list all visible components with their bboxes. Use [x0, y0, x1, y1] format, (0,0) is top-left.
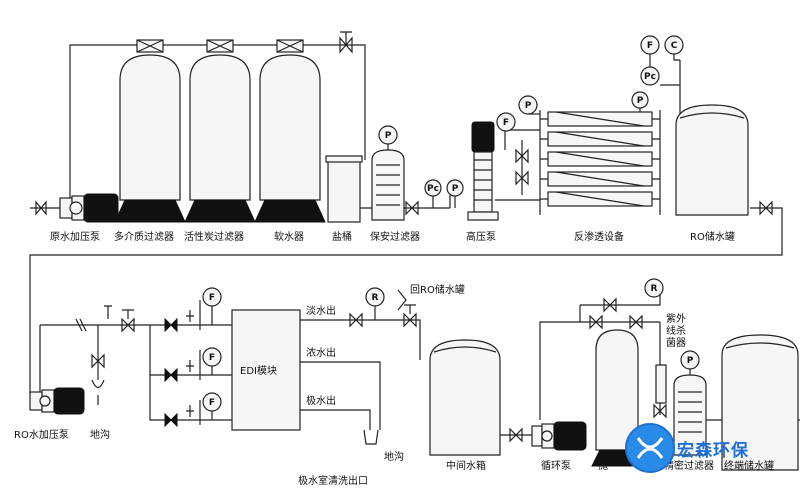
label-return-ro: 回RO储水罐: [410, 283, 465, 296]
safety-filter: [371, 125, 405, 221]
raw-water-pump: [59, 193, 119, 223]
ro-storage-tank: [675, 104, 749, 216]
r-gauge-loop: [644, 278, 664, 298]
p-label-hp: P: [452, 184, 459, 194]
edi-module: [231, 309, 301, 431]
multimedia-filter: [114, 39, 186, 223]
logo-text: 宏森环保: [677, 441, 749, 461]
company-logo: [625, 423, 675, 473]
f-label-ro-in: F: [503, 118, 509, 128]
p-gauge-precision: [680, 350, 700, 375]
ro-unit: [540, 111, 660, 207]
p-label-ro-out: P: [637, 96, 644, 106]
label-pole-room: 极水室清洗出口: [298, 474, 368, 487]
end-storage-tank: [721, 334, 799, 471]
equipment-labels: 原水加压泵 多介质过滤器 活性炭过滤器 软水器 盐桶 保安过滤器 高压泵 反渗透…: [14, 230, 774, 487]
fresh-valves: [349, 289, 417, 328]
label-fresh-out: 淡水出: [306, 304, 336, 317]
label-end-tank: 终端储水罐: [724, 459, 774, 472]
c-gauge-ro-out: [664, 35, 684, 61]
mid-tank-valve: [509, 427, 523, 443]
label-ro-tank: RO储水罐: [690, 230, 735, 243]
pc-gauge-1: [424, 179, 442, 208]
pc-label-1: Pc: [427, 184, 439, 194]
label-polish: 抛: [598, 459, 608, 472]
ro-valves: [515, 148, 529, 186]
p-label-safety: P: [385, 131, 392, 141]
f-label-edi-1: F: [209, 293, 215, 303]
label-multi-filter: 多介质过滤器: [114, 230, 174, 243]
salt-tank: [325, 155, 363, 223]
label-salt-tank: 盐桶: [332, 230, 352, 243]
gauge-letters: P Pc P F P F C Pc P F F F R R P: [209, 41, 694, 408]
label-uv-text: 紫外线杀菌器: [666, 313, 686, 349]
water-softener: [254, 39, 326, 223]
booster-valves: [75, 305, 135, 405]
p-gauge-ro-top: [518, 95, 540, 115]
label-softener: 软水器: [274, 230, 304, 243]
p-gauge-hp: [446, 179, 464, 208]
safety-valve: [405, 200, 419, 216]
label-conc-out: 浓水出: [306, 346, 336, 359]
p-label-ro-top: P: [525, 101, 532, 111]
logo-wave-icon: [636, 437, 664, 459]
label-ro-unit: 反渗透设备: [574, 230, 624, 243]
p-gauge-ro-out: [631, 91, 649, 112]
c-label-ro-out: C: [671, 41, 678, 51]
r-label-loop: R: [651, 284, 658, 294]
activated-carbon-filter: [184, 39, 256, 223]
precision-filter: [673, 374, 707, 456]
label-ro-pump: RO水加压泵: [14, 429, 69, 441]
drain-bucket: [363, 429, 379, 445]
r-label-fresh: R: [372, 293, 379, 303]
f-label-edi-2: F: [209, 353, 215, 363]
inlet-valve: [35, 200, 47, 216]
label-drain-2: 地沟: [384, 450, 404, 463]
pc-label-ro: Pc: [644, 72, 656, 82]
label-mid-tank: 中间水箱: [446, 459, 486, 472]
edi-inlet-valves: [164, 310, 194, 428]
loop-valves: [589, 297, 667, 419]
ro-booster-pump: [29, 387, 85, 415]
intermediate-tank: [429, 339, 501, 456]
high-pressure-pump: [467, 121, 499, 221]
label-drain-1: 地沟: [90, 428, 110, 441]
ro-tank-valve: [759, 200, 773, 216]
f-gauge-ro-in: [496, 112, 516, 132]
label-uv: 紫外线杀菌器: [666, 313, 686, 349]
pc-gauge-ro: [640, 66, 660, 86]
label-precise-filter: 精密过滤器: [664, 459, 714, 472]
header-valve: [339, 31, 353, 54]
label-hp-pump: 高压泵: [466, 230, 496, 243]
f-label-ro-out: F: [647, 41, 653, 51]
label-pole-out: 极水出: [306, 394, 336, 407]
label-circ-pump: 循环泵: [541, 459, 571, 472]
label-raw-pump: 原水加压泵: [50, 231, 100, 243]
label-edi: EDI模块: [240, 365, 277, 377]
uv-sterilizer: [655, 364, 667, 404]
f-label-edi-3: F: [209, 398, 215, 408]
r-gauge-fresh: [365, 287, 385, 307]
label-carbon-filter: 活性炭过滤器: [184, 230, 244, 243]
circulating-pump: [531, 421, 587, 451]
p-label-precision: P: [687, 356, 694, 366]
label-safety-filter: 保安过滤器: [370, 230, 420, 243]
edi-gauges: [202, 287, 222, 420]
